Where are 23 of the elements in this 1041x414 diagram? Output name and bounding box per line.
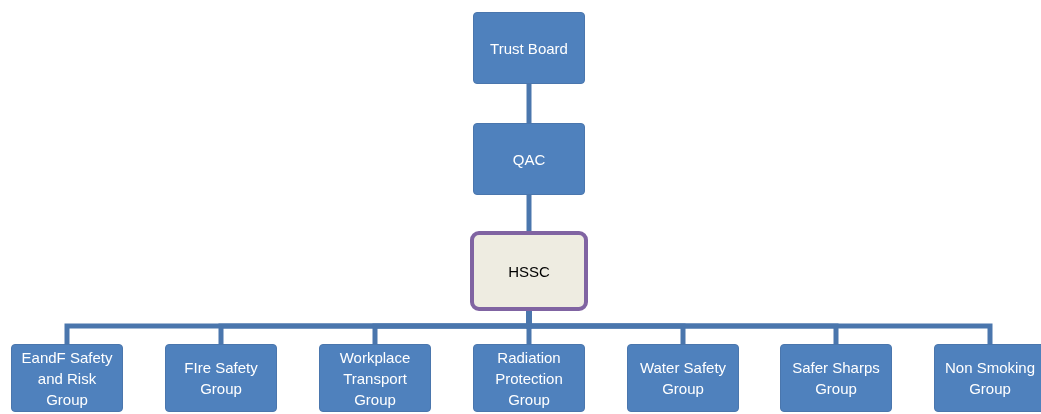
box-label: Workplace Transport Group — [338, 347, 412, 410]
org-box — [934, 344, 1041, 412]
org-box — [473, 344, 585, 412]
org-box — [627, 344, 739, 412]
org-box — [473, 123, 585, 195]
box-label: Radiation Protection Group — [494, 347, 564, 410]
org-box — [473, 12, 585, 84]
box-label: Safer Sharps Group — [791, 358, 881, 399]
connector-line — [526, 195, 532, 231]
highlighted-box — [470, 231, 588, 311]
org-box — [780, 344, 892, 412]
box-label: HSSC — [508, 261, 550, 282]
connector-line — [526, 84, 532, 123]
box-label: EandF Safety and Risk Group — [20, 347, 114, 410]
box-label: QAC — [512, 149, 546, 170]
box-label: Water Safety Group — [638, 358, 728, 399]
org-box — [319, 344, 431, 412]
org-box — [11, 344, 123, 412]
box-label: Non Smoking Group — [943, 358, 1036, 399]
org-box — [165, 344, 277, 412]
box-label: FIre Safety Group — [183, 358, 259, 399]
connector-line — [526, 311, 993, 344]
box-label: Trust Board — [490, 38, 568, 59]
